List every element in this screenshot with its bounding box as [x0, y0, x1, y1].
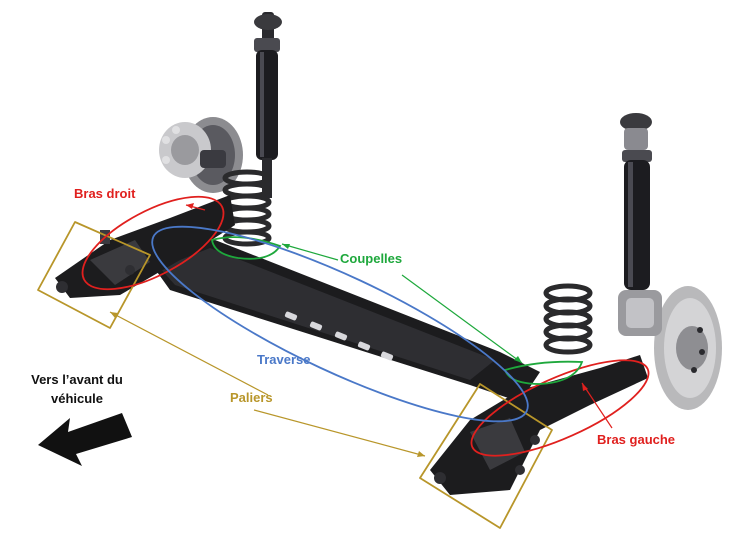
right-trailing-arm — [430, 355, 648, 495]
coupelles-shape-left — [210, 236, 282, 260]
coupelles-shape-right — [503, 360, 584, 385]
left-shock-absorber — [254, 12, 282, 198]
label-coupelles: Coupelles — [340, 251, 402, 266]
paliers-box-right — [419, 383, 553, 529]
right-shock-absorber — [620, 113, 652, 290]
label-bras-gauche: Bras gauche — [597, 432, 675, 447]
direction-text-line2: véhicule — [51, 391, 103, 406]
direction-text-line1: Vers l’avant du — [31, 372, 123, 387]
paliers-box-left — [37, 221, 151, 329]
label-paliers: Paliers — [230, 390, 273, 405]
label-bras-droit: Bras droit — [74, 186, 136, 201]
leader-lines — [109, 204, 613, 457]
label-traverse: Traverse — [257, 352, 311, 367]
leader-arrowheads — [110, 203, 588, 457]
cross-beam — [150, 238, 540, 402]
right-coil-spring — [543, 283, 593, 355]
axle-illustration — [55, 12, 722, 495]
traverse-ellipse — [151, 225, 529, 423]
right-hub — [618, 286, 722, 410]
arrow-left-icon — [38, 413, 132, 466]
bras-gauche-ellipse — [470, 359, 650, 457]
